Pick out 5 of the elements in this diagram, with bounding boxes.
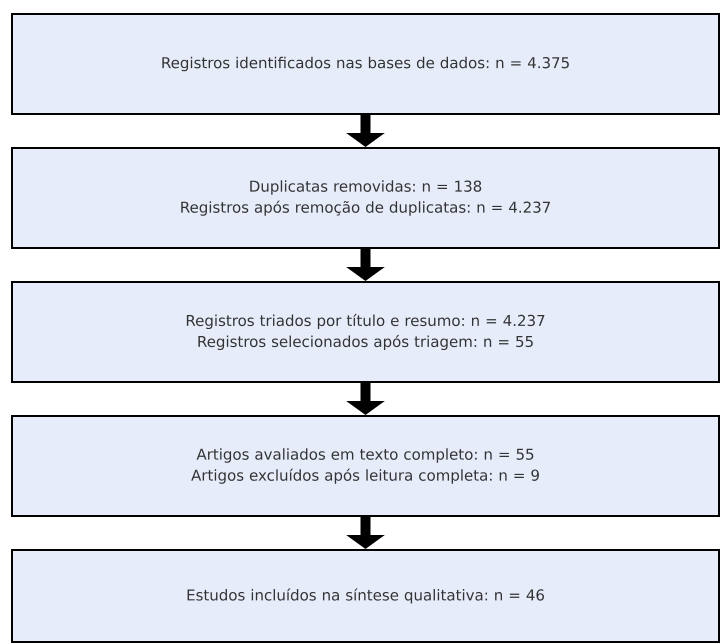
process-box: Duplicatas removidas: n = 138 Registros após remoção de duplicatas: n = 4.237 <box>11 147 720 249</box>
process-box: Registros triados por título e resumo: n = 4.237 Registros selecionados após triagem: n = 55 <box>11 281 720 383</box>
process-box: Registros identificados nas bases de dados: n = 4.375 <box>11 13 720 115</box>
process-box: Artigos avaliados em texto completo: n = 55 Artigos excluídos após leitura completa: n = 9 <box>11 415 720 517</box>
process-box: Estudos incluídos na síntese qualitativa: n = 46 <box>11 549 720 643</box>
